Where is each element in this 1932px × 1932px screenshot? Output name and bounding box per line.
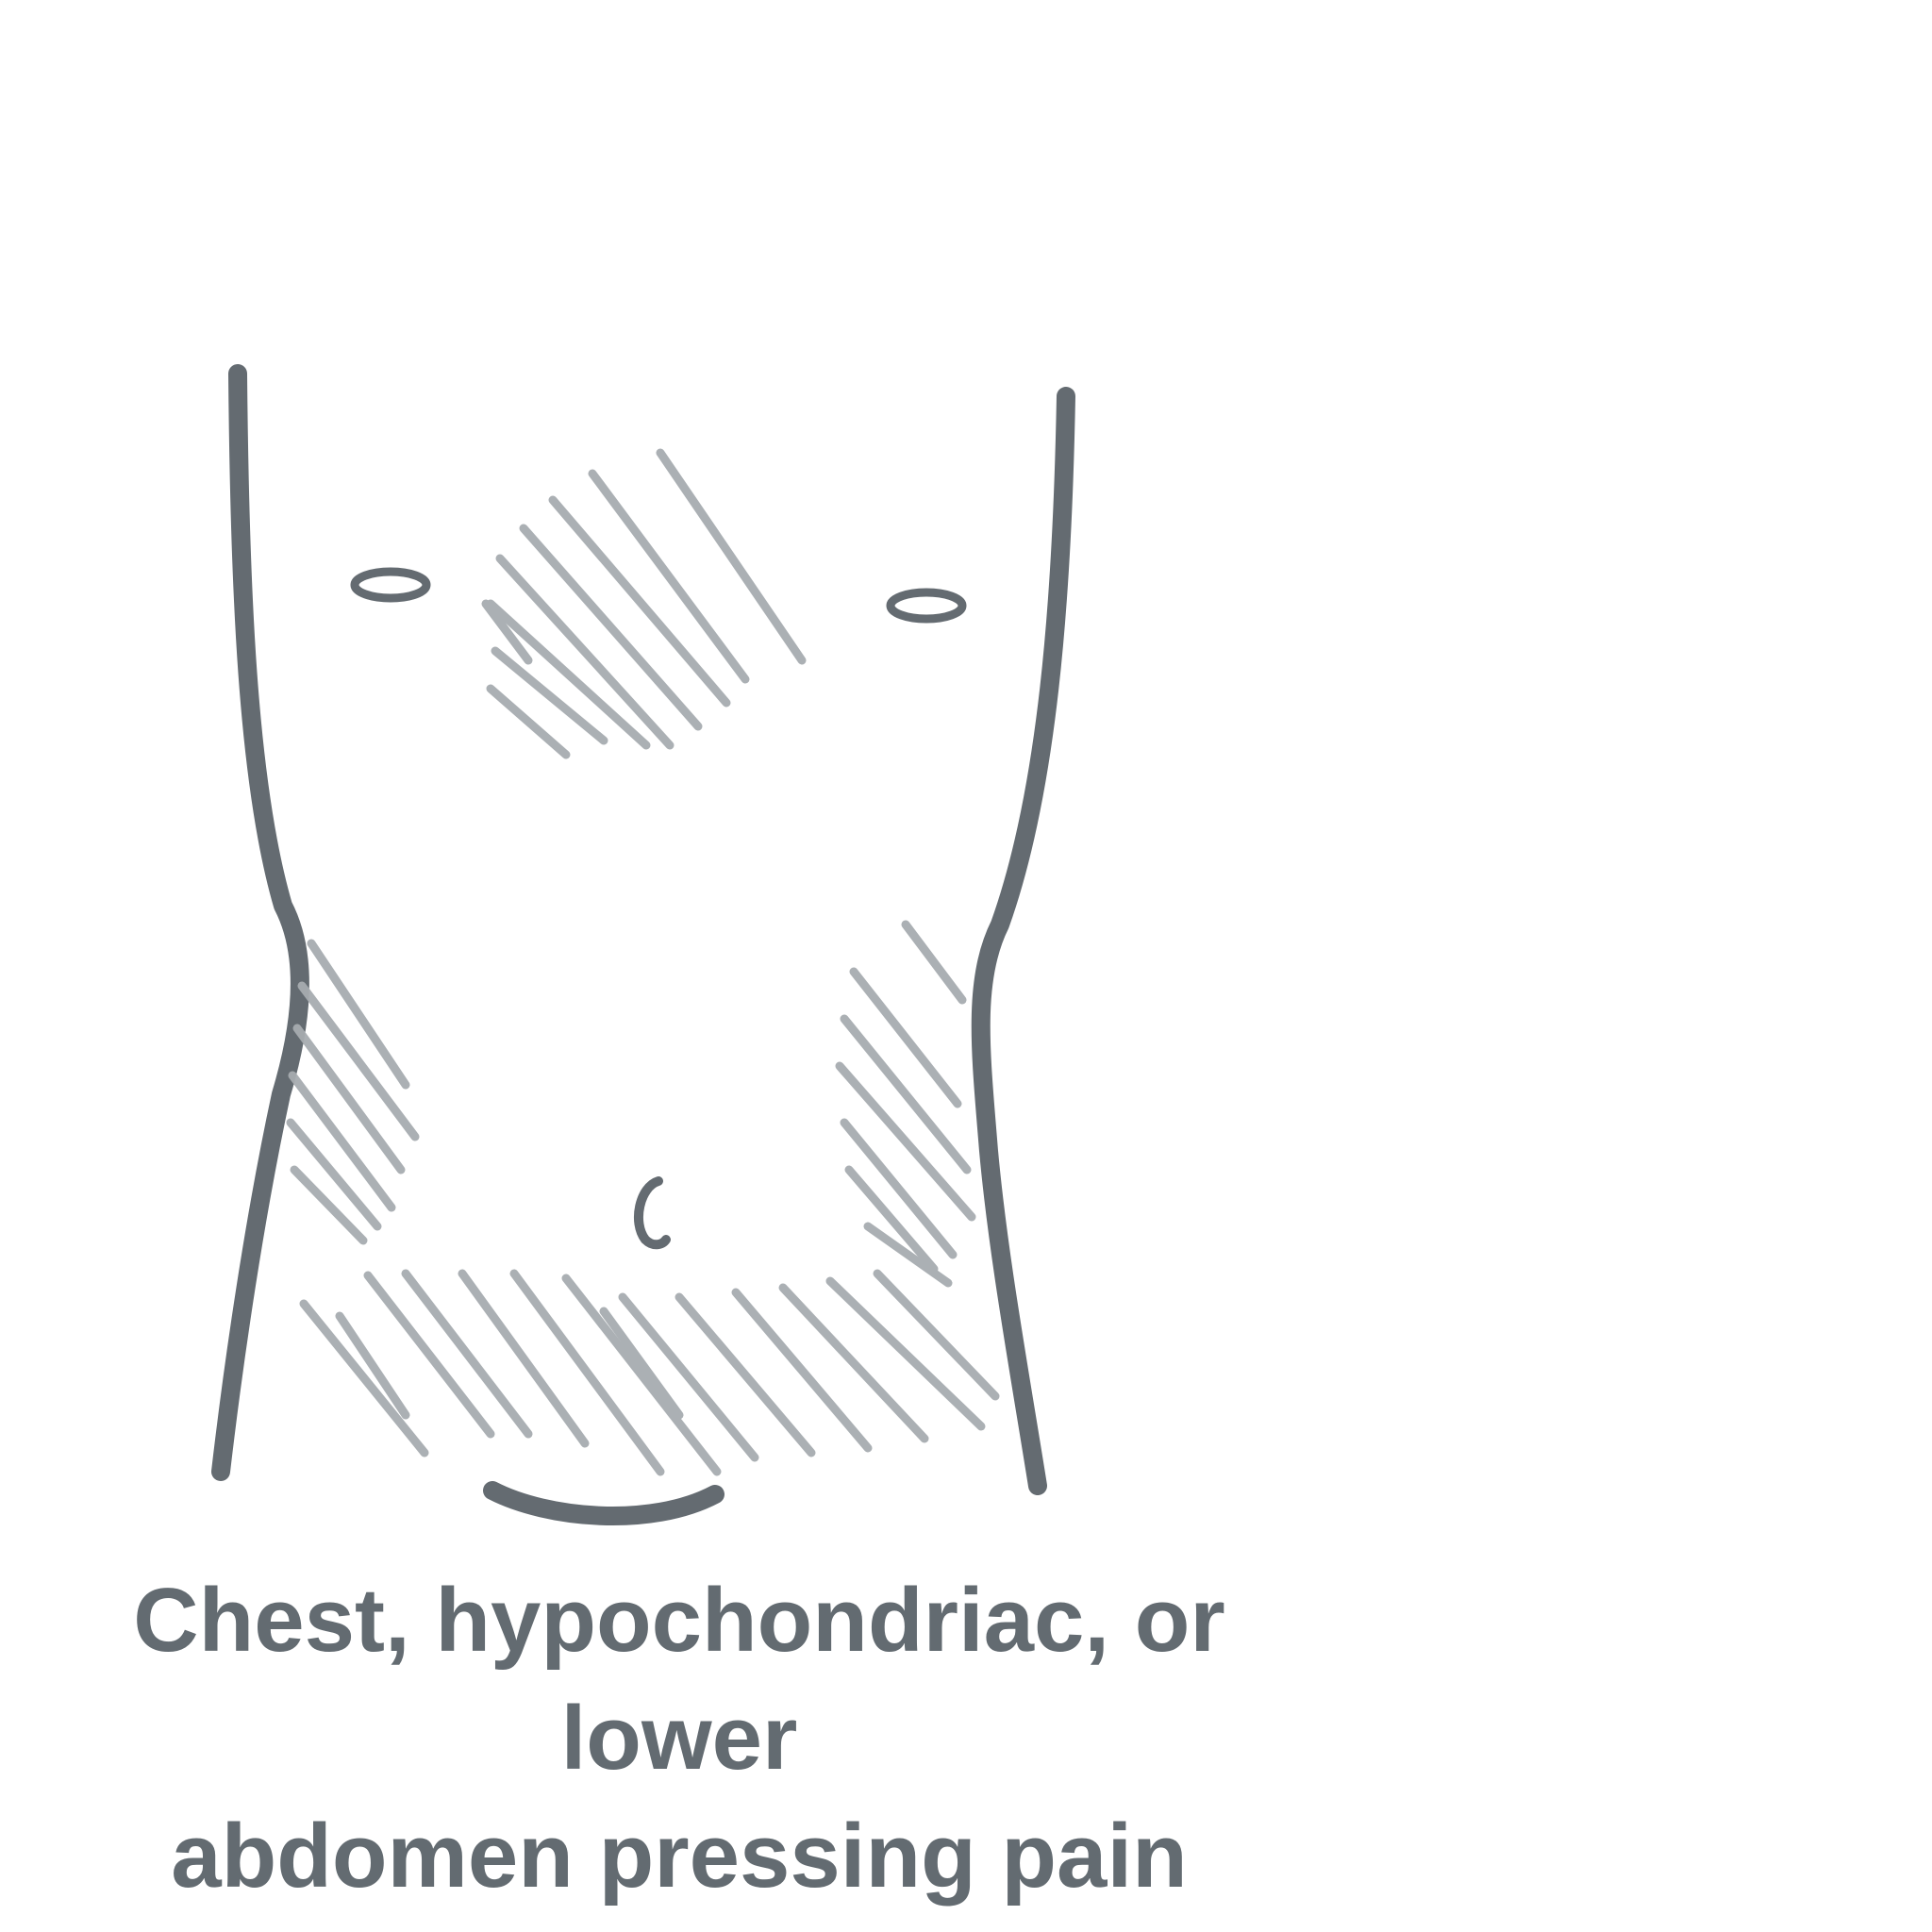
torso-illustration (211, 364, 1075, 1526)
right-hypochondriac-hatch-stroke (292, 1024, 406, 1174)
left-nipple (350, 567, 431, 603)
shading-left-hypochondriac (835, 920, 976, 1288)
groin-curve (483, 1481, 724, 1526)
navel (634, 1176, 671, 1250)
lower-abdomen-hatch-stroke (458, 1269, 590, 1448)
torso-right-side (971, 387, 1075, 1495)
left-hypochondriac-hatch-stroke (840, 1014, 972, 1174)
shading-lower-abdomen (299, 1269, 1000, 1476)
lower-abdomen-hatch-stroke (561, 1274, 722, 1476)
lower-abdomen-hatch-stroke (401, 1269, 533, 1439)
chest-hatch-stroke (588, 469, 750, 684)
lower-abdomen-hatch-stroke (599, 1307, 684, 1420)
lower-abdomen-hatch-stroke (825, 1276, 986, 1431)
shading-chest (481, 448, 807, 759)
chest-hatch-stroke (486, 684, 571, 759)
lower-abdomen-hatch-stroke (731, 1288, 873, 1453)
lower-abdomen-hatch-stroke (873, 1269, 1000, 1401)
left-hypochondriac-hatch-stroke (901, 920, 967, 1005)
chest-hatch-stroke (495, 554, 675, 750)
diagram-caption: Chest, hypochondriac, or lower abdomen p… (133, 1570, 1225, 1907)
chest-hatch-stroke (519, 524, 703, 731)
chest-hatch-stroke (486, 599, 651, 750)
right-hypochondriac-hatch-stroke (297, 981, 420, 1141)
right-nipple (886, 588, 967, 624)
left-hypochondriac-hatch-stroke (849, 967, 962, 1108)
torso-left-side (211, 364, 309, 1481)
shading-right-hypochondriac (286, 939, 420, 1245)
chest-hatch-stroke (481, 599, 533, 665)
lower-abdomen-hatch-stroke (363, 1271, 495, 1439)
lower-abdomen-hatch-stroke (509, 1269, 665, 1476)
lower-abdomen-hatch-stroke (618, 1292, 759, 1462)
lower-abdomen-hatch-stroke (778, 1283, 929, 1443)
left-hypochondriac-hatch-stroke (844, 1165, 939, 1274)
chest-hatch-stroke (656, 448, 807, 665)
torso-outline (211, 364, 1075, 1526)
lower-abdomen-hatch-stroke (675, 1292, 816, 1457)
right-hypochondriac-hatch-stroke (286, 1118, 382, 1231)
chest-hatch-stroke (548, 495, 731, 708)
lower-abdomen-hatch-stroke (335, 1311, 410, 1420)
left-hypochondriac-hatch-stroke (863, 1222, 953, 1288)
left-hypochondriac-hatch-stroke (840, 1118, 958, 1259)
right-hypochondriac-hatch-stroke (288, 1071, 396, 1212)
chest-hatch-stroke (491, 646, 608, 745)
lower-abdomen-hatch-stroke (299, 1299, 429, 1457)
right-hypochondriac-hatch-stroke (290, 1165, 368, 1245)
right-hypochondriac-hatch-stroke (307, 939, 410, 1090)
left-hypochondriac-hatch-stroke (835, 1061, 976, 1222)
